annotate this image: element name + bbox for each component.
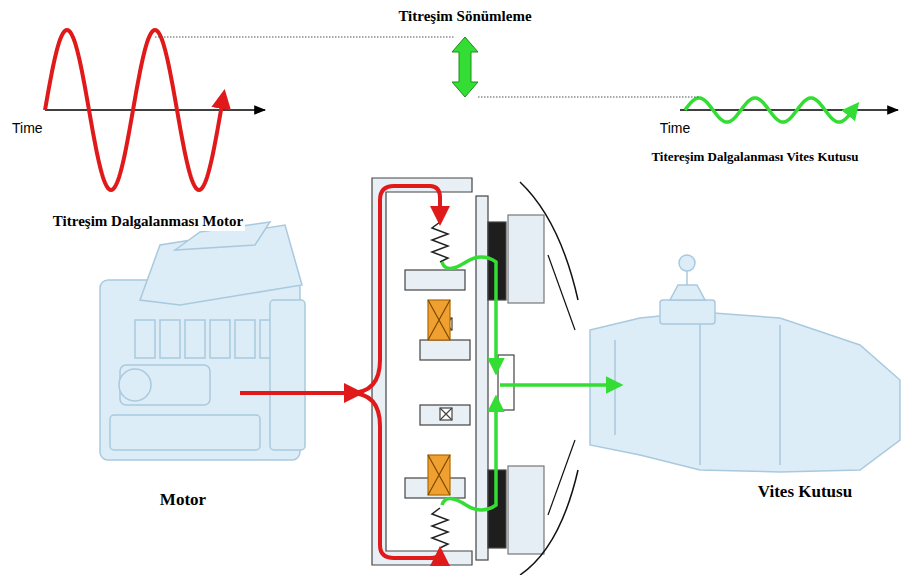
engine-illustration xyxy=(120,365,210,405)
flywheel-illustration xyxy=(372,178,578,575)
flywheel-illustration xyxy=(428,300,450,340)
engine-illustration xyxy=(135,320,155,358)
graph-caption: Titereşim Dalgalanması Vites Kutusu xyxy=(649,150,860,165)
engine-illustration xyxy=(210,320,230,358)
engine-illustration xyxy=(119,369,151,401)
amplitude-guide xyxy=(478,97,700,98)
flywheel-illustration xyxy=(548,440,575,515)
gearbox-illustration xyxy=(779,325,781,465)
flywheel-illustration xyxy=(428,455,450,495)
flywheel-illustration xyxy=(372,178,472,565)
axis-label: Time xyxy=(658,120,693,136)
flywheel-illustration xyxy=(428,455,450,495)
flywheel-illustration xyxy=(498,355,514,410)
flywheel-illustration xyxy=(508,215,544,303)
engine-illustration xyxy=(235,320,255,358)
torque-flow-red xyxy=(350,186,440,393)
flywheel-illustration xyxy=(405,270,465,290)
engine-illustration xyxy=(270,300,305,450)
engine-illustration xyxy=(100,222,305,460)
gearbox-illustration xyxy=(590,312,900,472)
gearbox-illustration xyxy=(699,320,701,465)
gearbox-illustration xyxy=(686,270,688,285)
engine-illustration xyxy=(160,320,180,358)
torque-flow-green xyxy=(442,257,496,372)
graph-caption: Titreşim Dalgalanması Motor xyxy=(51,213,245,230)
flywheel-illustration xyxy=(440,408,452,420)
part-name: Motor xyxy=(158,490,208,510)
damping-arrow xyxy=(452,37,478,97)
gearbox-illustration xyxy=(614,340,616,435)
flywheel-illustration xyxy=(508,466,544,554)
amplitude-guide xyxy=(155,37,455,38)
amplitude-guide xyxy=(155,37,700,97)
torque-flow-red xyxy=(240,391,360,395)
gearbox-illustration xyxy=(660,300,715,324)
flywheel-illustration xyxy=(520,182,578,300)
flywheel-illustration xyxy=(476,196,488,560)
part-name: Vites Kutusu xyxy=(756,482,854,502)
flywheel-illustration xyxy=(420,340,470,360)
time-axis xyxy=(45,109,265,111)
engine-illustration xyxy=(185,320,205,358)
torque-flow-red xyxy=(350,393,440,558)
vibration-wave xyxy=(685,98,857,122)
damping-arrow xyxy=(452,37,478,97)
flywheel-illustration xyxy=(432,222,448,262)
vibration-wave xyxy=(45,30,857,190)
vibration-wave xyxy=(45,30,224,190)
axis-label: Time xyxy=(10,120,45,136)
torque-flow-red xyxy=(240,186,440,558)
gearbox-illustration xyxy=(670,285,705,300)
flywheel-illustration xyxy=(548,255,575,330)
flywheel-illustration xyxy=(440,408,452,420)
engine-illustration xyxy=(110,415,260,450)
torque-flow-green xyxy=(500,383,620,387)
torque-flow-green xyxy=(442,257,620,510)
flywheel-illustration xyxy=(428,300,450,340)
torque-flow-green xyxy=(442,398,496,510)
flywheel-illustration xyxy=(420,405,470,425)
gearbox-illustration xyxy=(590,255,900,472)
gearbox-illustration xyxy=(679,255,695,271)
flywheel-illustration xyxy=(520,470,578,575)
flywheel-illustration xyxy=(432,508,448,548)
annotation-heading: Titreşim Sönümleme xyxy=(396,8,533,25)
